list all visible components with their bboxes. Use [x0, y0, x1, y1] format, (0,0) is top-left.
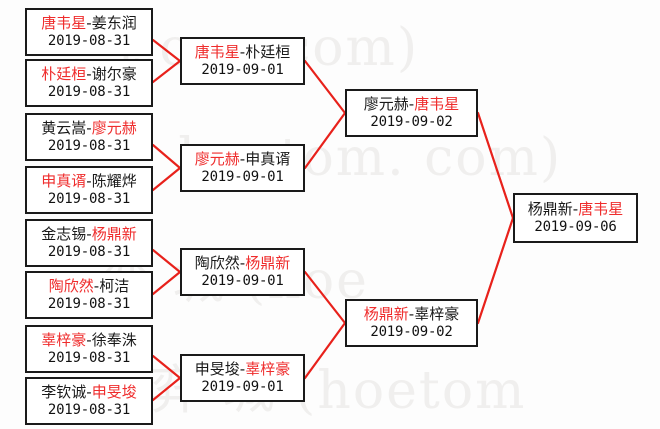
match-box[interactable]: 陶欣然-柯洁 2019-08-31 [25, 271, 153, 319]
match-box[interactable]: 杨鼎新-唐韦星 2019-09-06 [513, 193, 638, 243]
match-date: 2019-08-31 [47, 190, 131, 207]
player-winner: 申真谞 [41, 171, 87, 190]
player-winner: 陶欣然 [48, 276, 94, 295]
match-players: 金志锡-杨鼎新 [41, 224, 137, 243]
player-loser: 陈耀烨 [91, 171, 137, 190]
match-players: 李钦诚-申旻埈 [41, 382, 137, 401]
match-date: 2019-09-01 [201, 378, 284, 395]
match-players: 唐韦星-姜东润 [41, 13, 137, 32]
player-loser: 徐奉洙 [91, 330, 137, 349]
player-winner: 申旻埈 [91, 382, 137, 401]
player-winner: 杨鼎新 [363, 304, 409, 323]
player-loser: 谢尔豪 [91, 64, 137, 83]
match-box[interactable]: 廖元赫-申真谞 2019-09-01 [180, 144, 305, 192]
player-loser: 黄云嵩 [41, 118, 87, 137]
player-loser: 陶欣然 [194, 253, 240, 272]
player-loser: 杨鼎新 [527, 199, 573, 218]
match-box[interactable]: 金志锡-杨鼎新 2019-08-31 [25, 219, 153, 267]
match-box[interactable]: 唐韦星-朴廷桓 2019-09-01 [180, 37, 305, 85]
match-date: 2019-08-31 [47, 349, 131, 366]
match-date: 2019-08-31 [47, 83, 131, 100]
match-players: 杨鼎新-辜梓豪 [363, 304, 460, 323]
player-winner: 廖元赫 [91, 118, 137, 137]
match-date: 2019-08-31 [47, 401, 131, 418]
match-players: 廖元赫-唐韦星 [363, 94, 460, 113]
player-winner: 杨鼎新 [245, 253, 291, 272]
match-players: 辜梓豪-徐奉洙 [41, 330, 137, 349]
player-loser: 廖元赫 [363, 94, 409, 113]
player-winner: 辜梓豪 [245, 359, 291, 378]
match-date: 2019-08-31 [47, 137, 131, 154]
match-players: 陶欣然-柯洁 [48, 276, 130, 295]
match-box[interactable]: 申旻埈-辜梓豪 2019-09-01 [180, 354, 305, 402]
match-players: 申旻埈-辜梓豪 [194, 359, 291, 378]
player-loser: 姜东润 [91, 13, 137, 32]
match-players: 申真谞-陈耀烨 [41, 171, 137, 190]
match-box[interactable]: 朴廷桓-谢尔豪 2019-08-31 [25, 59, 153, 107]
player-loser: 申真谞 [245, 149, 291, 168]
player-loser: 柯洁 [99, 276, 130, 295]
player-winner: 唐韦星 [414, 94, 460, 113]
player-winner: 杨鼎新 [91, 224, 137, 243]
player-winner: 唐韦星 [578, 199, 624, 218]
match-date: 2019-08-31 [47, 295, 131, 312]
match-date: 2019-09-02 [370, 113, 453, 130]
match-players: 唐韦星-朴廷桓 [194, 42, 291, 61]
match-date: 2019-08-31 [47, 243, 131, 260]
match-date: 2019-09-06 [534, 218, 617, 235]
player-winner: 辜梓豪 [41, 330, 87, 349]
match-date: 2019-09-01 [201, 168, 284, 185]
match-players: 陶欣然-杨鼎新 [194, 253, 291, 272]
player-loser: 辜梓豪 [414, 304, 460, 323]
match-date: 2019-08-31 [47, 32, 131, 49]
match-box[interactable]: 申真谞-陈耀烨 2019-08-31 [25, 166, 153, 214]
match-players: 杨鼎新-唐韦星 [527, 199, 624, 218]
match-box[interactable]: 唐韦星-姜东润 2019-08-31 [25, 8, 153, 56]
match-box[interactable]: 廖元赫-唐韦星 2019-09-02 [345, 89, 478, 137]
player-loser: 申旻埈 [194, 359, 240, 378]
player-winner: 唐韦星 [194, 42, 240, 61]
player-loser: 金志锡 [41, 224, 87, 243]
player-winner: 廖元赫 [194, 149, 240, 168]
match-box[interactable]: 李钦诚-申旻埈 2019-08-31 [25, 377, 153, 425]
match-box[interactable]: 陶欣然-杨鼎新 2019-09-01 [180, 248, 305, 296]
match-date: 2019-09-02 [370, 323, 453, 340]
player-loser: 李钦诚 [41, 382, 87, 401]
player-winner: 唐韦星 [41, 13, 87, 32]
match-box[interactable]: 辜梓豪-徐奉洙 2019-08-31 [25, 325, 153, 373]
match-players: 廖元赫-申真谞 [194, 149, 291, 168]
match-date: 2019-09-01 [201, 272, 284, 289]
match-box[interactable]: 黄云嵩-廖元赫 2019-08-31 [25, 113, 153, 161]
match-box[interactable]: 杨鼎新-辜梓豪 2019-09-02 [345, 299, 478, 347]
match-players: 朴廷桓-谢尔豪 [41, 64, 137, 83]
player-loser: 朴廷桓 [245, 42, 291, 61]
match-date: 2019-09-01 [201, 61, 284, 78]
match-players: 黄云嵩-廖元赫 [41, 118, 137, 137]
player-winner: 朴廷桓 [41, 64, 87, 83]
